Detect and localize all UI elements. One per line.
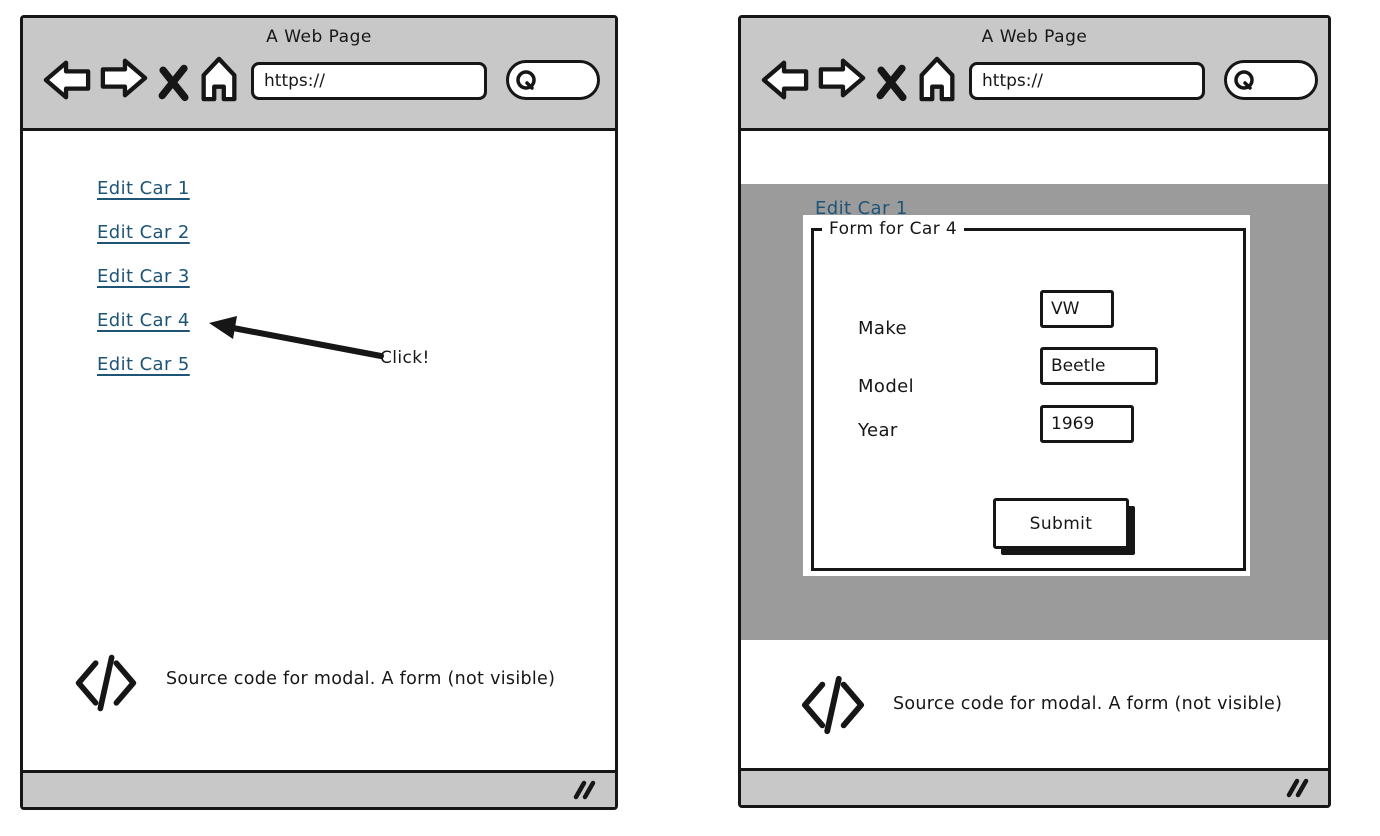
home-button[interactable] <box>196 54 242 104</box>
year-label: Year <box>858 420 898 441</box>
browser-chrome: A Web Page <box>23 18 615 131</box>
stop-button[interactable] <box>156 62 192 102</box>
x-icon <box>158 64 189 102</box>
search-icon <box>1234 70 1254 90</box>
browser-window-modal: A Web Page <box>738 15 1331 808</box>
link-edit-car-1[interactable]: Edit Car 1 <box>815 198 908 219</box>
back-arrow-icon <box>761 60 809 100</box>
search-input[interactable] <box>1224 60 1318 100</box>
year-input[interactable] <box>1040 405 1134 443</box>
footer-note: Source code for modal. A form (not visib… <box>166 669 556 689</box>
modal-dialog: Form for Car 4 Make Model Year Submit <box>803 215 1250 576</box>
url-input[interactable] <box>251 62 487 100</box>
back-arrow-icon <box>43 60 91 100</box>
back-button[interactable] <box>43 58 91 102</box>
url-input[interactable] <box>969 62 1205 100</box>
x-icon <box>876 64 907 102</box>
modal-title: Form for Car 4 <box>822 219 965 239</box>
link-edit-car-4[interactable]: Edit Car 4 <box>97 310 190 331</box>
browser-chrome: A Web Page <box>741 18 1328 131</box>
status-bar <box>741 768 1328 805</box>
modal-frame: Form for Car 4 <box>811 219 1246 571</box>
home-icon <box>919 56 955 102</box>
page-content: Edit Car 1 Form for Car 4 Make Model Yea… <box>741 131 1328 768</box>
car-links-list: Edit Car 1 Edit Car 2 Edit Car 3 Edit Ca… <box>97 178 190 398</box>
window-title: A Web Page <box>266 27 372 47</box>
stop-button[interactable] <box>874 62 910 102</box>
make-label: Make <box>858 318 908 339</box>
code-icon <box>73 651 139 715</box>
model-input[interactable] <box>1040 347 1158 385</box>
footer-note: Source code for modal. A form (not visib… <box>893 694 1283 714</box>
click-arrow-icon <box>209 316 384 359</box>
forward-button[interactable] <box>818 56 866 100</box>
make-input[interactable] <box>1040 290 1114 328</box>
back-button[interactable] <box>761 58 809 102</box>
home-icon <box>201 56 237 102</box>
forward-arrow-icon <box>100 58 148 98</box>
window-title: A Web Page <box>981 27 1088 47</box>
search-input[interactable] <box>506 60 600 100</box>
code-icon <box>798 673 868 737</box>
home-button[interactable] <box>914 54 960 104</box>
link-edit-car-2[interactable]: Edit Car 2 <box>97 222 190 243</box>
click-annotation: Click! <box>380 348 430 368</box>
forward-arrow-icon <box>818 58 866 98</box>
resize-grip-icon[interactable] <box>1286 778 1312 798</box>
status-bar <box>23 770 615 807</box>
link-edit-car-3[interactable]: Edit Car 3 <box>97 266 190 287</box>
model-label: Model <box>858 376 915 397</box>
resize-grip-icon[interactable] <box>573 780 599 800</box>
search-icon <box>516 70 536 90</box>
submit-button[interactable]: Submit <box>993 498 1129 549</box>
browser-window-list: A Web Page <box>20 15 618 810</box>
link-edit-car-1[interactable]: Edit Car 1 <box>97 178 190 199</box>
page-content: Edit Car 1 Edit Car 2 Edit Car 3 Edit Ca… <box>23 131 615 770</box>
forward-button[interactable] <box>100 56 148 100</box>
link-edit-car-5[interactable]: Edit Car 5 <box>97 354 190 375</box>
